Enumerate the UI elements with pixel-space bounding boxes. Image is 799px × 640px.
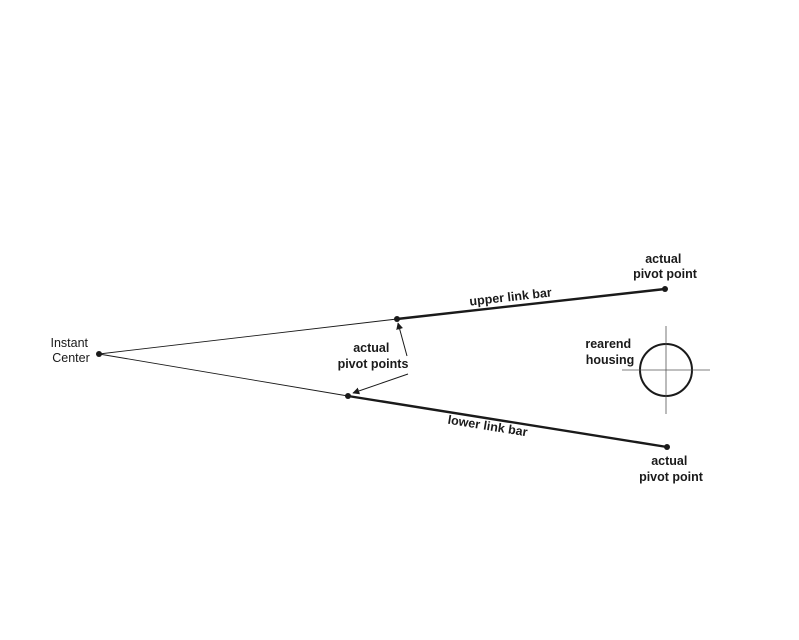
lower-link-bar	[347, 394, 668, 449]
upper-outer-pivot-label: actual pivot point	[633, 252, 698, 281]
lower-outer-pivot-label: actual pivot point	[639, 454, 704, 484]
lower-outer-pivot-point	[664, 444, 670, 450]
arrow-to-lower-pivot	[352, 373, 409, 395]
lower-inner-pivot-point	[345, 393, 351, 399]
arrow-to-upper-pivot	[396, 322, 408, 357]
upper-inner-pivot-point	[394, 316, 400, 322]
lower-projection-line	[98, 353, 349, 397]
upper-link-bar	[396, 287, 666, 321]
rearend-housing-symbol	[622, 326, 710, 414]
inner-pivots-label: actual pivot points	[338, 341, 409, 371]
instant-center-label: Instant Center	[50, 336, 91, 365]
rearend-housing-label: rearend housing	[585, 337, 634, 367]
upper-outer-pivot-point	[662, 286, 668, 292]
upper-projection-line	[98, 318, 398, 355]
instant-center-point	[96, 351, 102, 357]
lower-link-bar-label: lower link bar	[447, 413, 529, 440]
